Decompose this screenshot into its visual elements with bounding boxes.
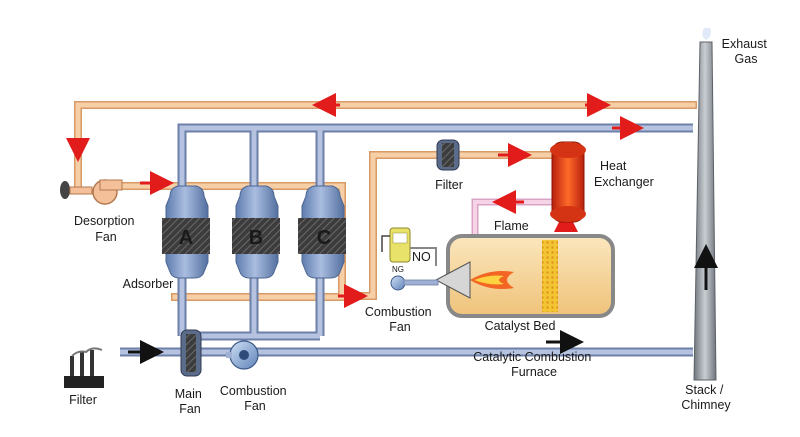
label-line: Combustion [365,305,432,319]
adsorber-vessel-b: B [232,185,280,279]
label-exhaust-gas: Exhaust Gas [722,37,771,66]
label-line: Fan [95,230,117,244]
label-stack-chimney: Stack / Chimney [681,383,731,412]
label-catalytic-combustion-furnace: Catalytic Combustion Furnace [473,350,595,379]
label-ng: NG [392,265,404,274]
label-line: Exchanger [594,175,654,189]
label-line: Gas [735,52,758,66]
desorption-fan [60,179,123,205]
label-filter-upper: Filter [435,178,463,192]
catalyst-bed-layer [542,240,558,312]
vessel-label: C [317,227,331,249]
label-line: Desorption [74,214,134,228]
label-line: Fan [179,402,201,416]
label-line: Fan [244,399,266,413]
label-desorption-fan: Desorption Fan [74,214,138,244]
label-line: Heat [600,159,627,173]
label-line: Combustion [220,384,287,398]
natural-gas-supply [381,227,437,266]
stack-chimney [693,28,718,381]
label-line: Fan [389,320,411,334]
heat-exchanger [550,141,586,223]
adsorber-vessel-c: C [298,185,346,279]
label-flame: Flame [494,219,529,233]
label-line: Exhaust [722,37,768,51]
label-line: Furnace [511,365,557,379]
label-heat-exchanger: Heat Exchanger [594,159,654,189]
adsorber-vessels: A B C [162,185,346,279]
flame-icon [470,271,514,289]
factory-icon [64,347,104,388]
combustion-fan-upper [390,275,439,291]
main-fan [180,329,202,377]
label-combustion-fan-lower: Combustion Fan [220,384,290,413]
label-main-fan: Main Fan [175,387,206,416]
label-no: NO [412,250,431,264]
vessel-label: A [179,227,193,249]
label-line: Catalytic Combustion [473,350,591,364]
label-line: Chimney [681,398,731,412]
labels: Exhaust Gas Heat Exchanger Filter Desorp… [69,37,771,416]
label-filter-lower: Filter [69,393,97,407]
label-line: Main [175,387,202,401]
catalytic-combustion-furnace [434,234,615,318]
fan-motor-icon [60,181,70,199]
vessel-label: B [249,227,263,249]
combustion-fan-lower [226,340,259,370]
label-adsorber: Adsorber [123,277,174,291]
label-line: Stack / [685,383,724,397]
adsorber-vessel-a: A [162,185,210,279]
smoke-icon [702,28,711,40]
filter-upper [436,139,460,171]
label-combustion-fan-upper: Combustion Fan [365,305,435,334]
label-catalyst-bed: Catalyst Bed [485,319,556,333]
